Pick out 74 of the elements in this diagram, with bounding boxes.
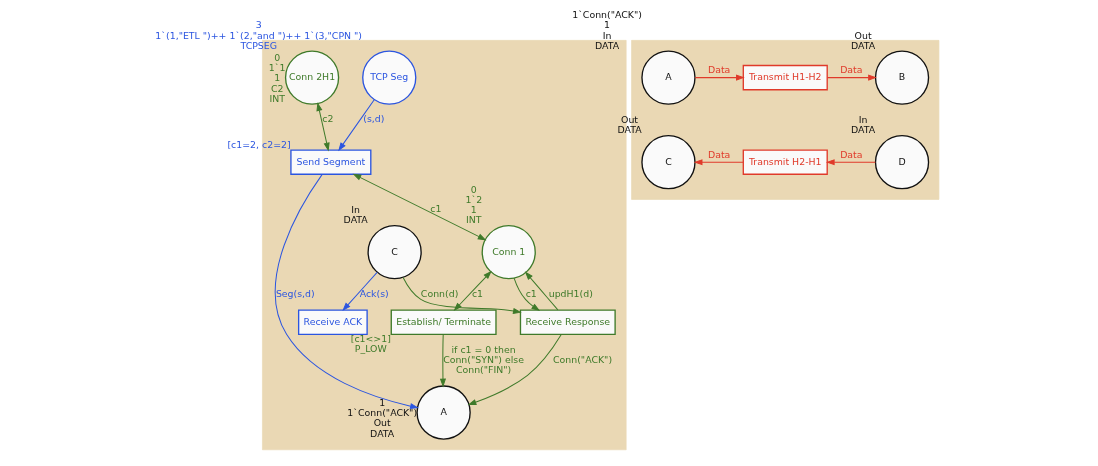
arrow (352, 173, 486, 241)
node-circle: B (874, 50, 929, 105)
node-label: P_LOW (354, 342, 387, 354)
node-circle: C (366, 224, 422, 280)
arrow (693, 159, 744, 166)
arrow (513, 277, 540, 312)
arrow (315, 102, 330, 152)
edge-label: if c1 = 0 then Conn("SYN") else Conn("FIN") (442, 343, 524, 375)
node-label: In (602, 29, 611, 41)
node-label: Out (620, 114, 638, 126)
arrow (826, 74, 877, 81)
node-label: C2 (270, 82, 283, 94)
node-circle: A (415, 385, 471, 440)
arrow (524, 271, 558, 311)
node-label: DATA (616, 124, 642, 136)
node-label: INT (465, 214, 482, 226)
node-label: DATA (850, 39, 875, 51)
node-label: In (350, 204, 360, 215)
node-label: 1 (470, 204, 477, 215)
node-label: 0 (273, 52, 280, 64)
arrow (341, 271, 378, 312)
node-label: INT (268, 92, 285, 104)
node-box: Send Segment (289, 149, 371, 175)
node-label: 1 (603, 19, 610, 31)
node-circle: Conn 2H1 (284, 50, 339, 105)
node-box: Transmit H1-H2 (742, 64, 828, 91)
edge-label: Conn(d) (420, 287, 458, 299)
edge-label: (s,d) (362, 113, 384, 125)
edge-label: Conn("ACK") (552, 353, 612, 365)
edge-label: Data (707, 148, 730, 160)
arrow (439, 333, 446, 388)
edge-label: Data (707, 64, 730, 76)
node-label: TCPSEG (239, 39, 277, 51)
edge-label: updH1(d) (548, 287, 593, 299)
arrow (694, 74, 745, 81)
node-label: 1 (273, 72, 280, 84)
node-label: DATA (343, 214, 368, 226)
arrow (453, 270, 492, 312)
node-label: Out (854, 29, 872, 41)
node-label: 1`2 (465, 193, 482, 205)
node-label: DATA (369, 427, 394, 439)
arrow (467, 334, 562, 406)
node-label: [c1=2, c2=2] (226, 138, 291, 150)
edge-label: c1 (471, 287, 483, 299)
node-box: Receive Response (519, 309, 616, 336)
node-label: DATA (850, 124, 875, 136)
node-label: In (858, 114, 867, 126)
edge-label: c1 (429, 203, 441, 215)
edge-label: c2 (321, 113, 333, 125)
arrow (337, 99, 375, 152)
edge-label: Data (839, 148, 863, 160)
edge-label: Seg(s,d) (275, 287, 315, 299)
arrow (274, 173, 419, 410)
node-box: Transmit H2-H1 (742, 149, 828, 175)
node-box: Receive ACK (297, 309, 368, 336)
node-circle: A (640, 50, 696, 105)
arrow (825, 159, 876, 166)
node-circle: C (640, 135, 696, 190)
node-label: 1`Conn("ACK") (571, 9, 642, 21)
edge-label: Ack(s) (359, 287, 389, 299)
edge-label: Data (839, 64, 863, 76)
node-label: 1`(1,"ETL ")++ 1`(2,"and ")++ 1`(3,"CPN ") (154, 29, 362, 41)
node-circle: D (874, 135, 929, 190)
node-label: 1 (378, 397, 385, 409)
node-label: DATA (594, 39, 619, 51)
node-box: Establish/ Terminate (390, 309, 497, 336)
node-circle: TCP Seg (361, 50, 416, 105)
node-label: 3 (255, 19, 262, 31)
arrow (402, 276, 522, 314)
node-label: 1`Conn("ACK") (346, 407, 417, 419)
node-label: 0 (470, 183, 477, 195)
node-label: 1`1 (268, 62, 285, 74)
node-label: Out (373, 417, 391, 429)
edge-label: c1 (525, 287, 537, 299)
